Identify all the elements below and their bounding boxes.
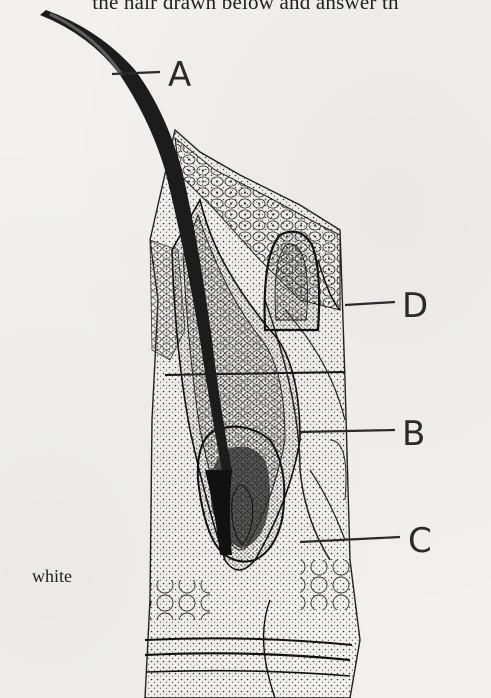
label-c: C [408,521,432,561]
label-d: D [402,286,428,326]
label-b: B [402,414,425,454]
answer-fragment: white [32,566,72,587]
label-a: A [168,55,191,95]
